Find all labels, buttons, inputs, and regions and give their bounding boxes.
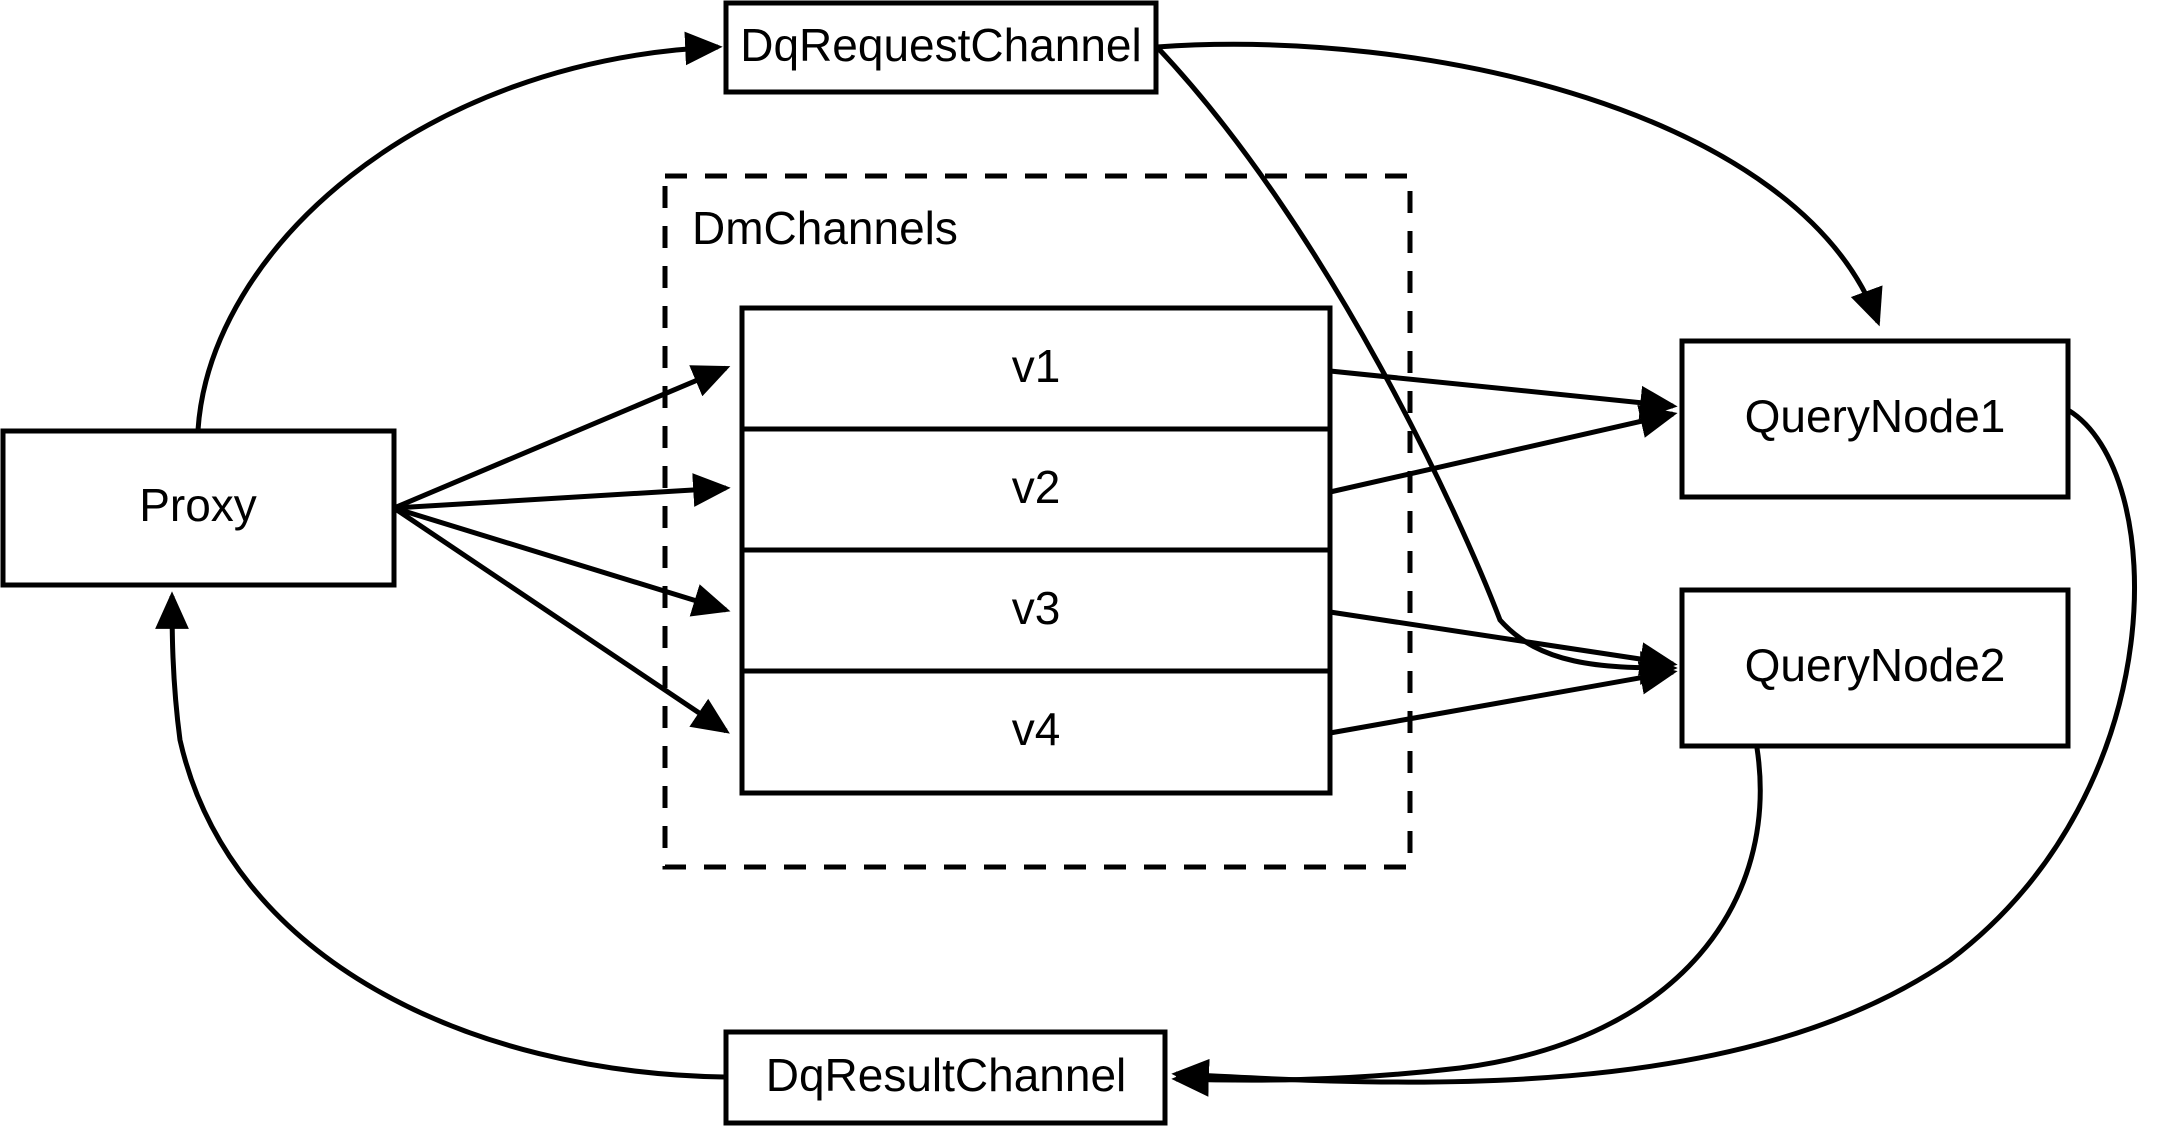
edge-dqrequestchannel-to-querynode1: [1156, 41, 1883, 327]
dmchannels-group-label: DmChannels: [692, 202, 958, 254]
edge-proxy-to-v4: [392, 505, 730, 734]
edge-v1-to-querynode1: [1329, 368, 1678, 420]
channel-row-v2[interactable]: v2: [1012, 461, 1061, 513]
channel-row-v4[interactable]: v4: [1012, 703, 1061, 755]
node-dq-request-channel[interactable]: [723, 0, 1159, 95]
channel-row-v3[interactable]: v3: [1012, 582, 1061, 634]
edge-proxy-to-v3: [393, 505, 731, 617]
edge-proxy-to-v2: [393, 473, 731, 511]
node-query-node-1[interactable]: [1679, 338, 2071, 500]
node-query-node-1-label: QueryNode1: [1745, 390, 2006, 442]
node-query-node-2[interactable]: [1679, 587, 2071, 749]
edge-querynode2-to-dqresultchannel: [1171, 747, 1763, 1097]
node-dq-result-channel-label: DqResultChannel: [766, 1049, 1127, 1101]
edge-dqrequestchannel-to-querynode2: [1155, 45, 1678, 685]
dmchannels-group-box: [662, 173, 1413, 870]
edge-querynode1-to-dqresultchannel: [1171, 407, 2138, 1093]
edge-v3-to-querynode2: [1329, 609, 1678, 676]
edge-dqresultchannel-to-proxy: [155, 591, 725, 1080]
edge-v4-to-querynode2: [1329, 661, 1678, 736]
node-proxy[interactable]: [0, 428, 397, 588]
node-dq-request-channel-label: DqRequestChannel: [740, 19, 1142, 71]
edge-v2-to-querynode1: [1329, 404, 1678, 495]
edge-proxy-to-v1: [393, 365, 731, 511]
node-query-node-2-label: QueryNode2: [1745, 639, 2006, 691]
node-proxy-label: Proxy: [139, 479, 257, 531]
node-dq-result-channel[interactable]: [723, 1029, 1168, 1126]
edge-proxy-to-dqrequestchannel: [195, 31, 723, 431]
channel-row-v1[interactable]: v1: [1012, 340, 1061, 392]
